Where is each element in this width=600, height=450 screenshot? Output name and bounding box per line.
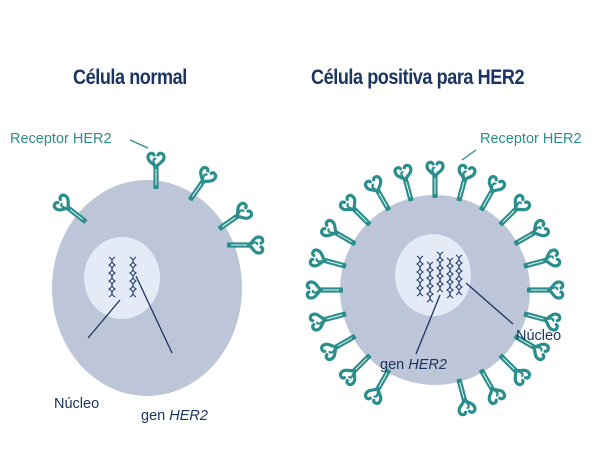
gene-label-left: gen HER2 — [141, 408, 208, 424]
receptor-label-right: Receptor HER2 — [480, 131, 582, 147]
title-normal-cell: Célula normal — [73, 66, 187, 89]
gene-label-prefix: gen — [141, 408, 170, 424]
gene-label-name: HER2 — [169, 408, 208, 424]
nucleus — [84, 237, 160, 319]
gene-label-right: gen HER2 — [380, 357, 447, 373]
nucleus — [395, 234, 471, 316]
her2-positive-cell — [305, 149, 565, 418]
normal-cell — [51, 139, 265, 396]
gene-label-name: HER2 — [408, 357, 447, 373]
nucleus-label-left: Núcleo — [54, 396, 100, 412]
gene-label-prefix: gen — [380, 357, 409, 373]
title-her2-positive-cell: Célula positiva para HER2 — [311, 66, 525, 89]
nucleus-label-right: Núcleo — [516, 328, 562, 344]
receptor-label-left: Receptor HER2 — [10, 131, 112, 147]
